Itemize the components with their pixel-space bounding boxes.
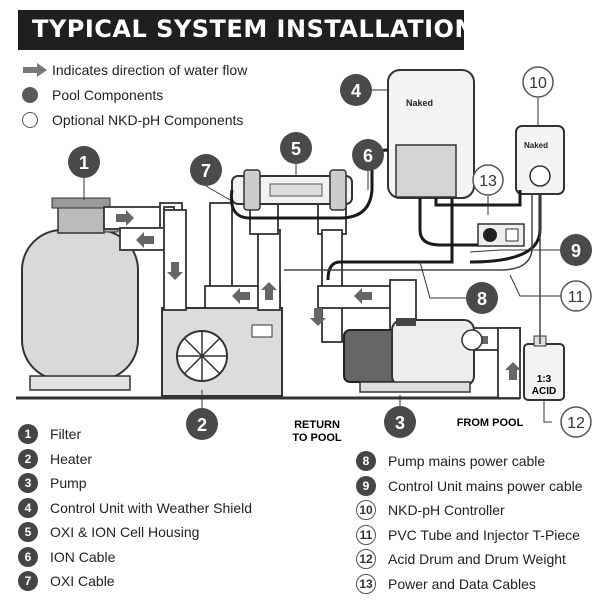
list-number: 9	[356, 475, 376, 496]
control-unit-brand: Naked	[406, 98, 433, 108]
callout-7: 7	[190, 154, 222, 186]
callout-9: 9	[560, 234, 592, 266]
list-number: 8	[356, 451, 376, 472]
callout-4-number: 4	[351, 81, 361, 101]
list-label: Pump mains power cable	[388, 453, 546, 470]
callouts: 1 2 3 4 5 6 7 8 9 10 11 12 13	[68, 66, 592, 440]
legend-flow-label: Indicates direction of water flow	[52, 62, 248, 78]
list-number: 12	[356, 549, 376, 570]
return-label-line1: RETURN	[294, 419, 340, 431]
drum-acid-label: ACID	[532, 386, 556, 397]
callout-2-number: 2	[197, 415, 207, 435]
ph-controller-brand: Naked	[524, 141, 548, 150]
callout-6: 6	[352, 139, 384, 171]
callout-11-number: 11	[568, 289, 585, 306]
list-number: 11	[356, 524, 376, 545]
ph-controller: Naked	[515, 125, 565, 195]
leader-lines	[83, 89, 562, 423]
filter-tank	[21, 197, 139, 391]
list-label: Control Unit with Weather Shield	[50, 499, 253, 516]
component-list-right: 8 Pump mains power cable 9 Control Unit ma…	[356, 449, 583, 596]
page-title: TYPICAL SYSTEM INSTALLATION	[32, 15, 476, 43]
callout-1-number: 1	[79, 153, 89, 173]
list-label: OXI & ION Cell Housing	[50, 524, 200, 541]
list-item: 5 OXI & ION Cell Housing	[18, 520, 252, 545]
legend-flow: Indicates direction of water flow	[22, 60, 247, 80]
legend-pool: Pool Components	[22, 85, 163, 105]
legend-optional: Optional NKD-pH Components	[22, 110, 243, 130]
open-circle-icon	[22, 112, 38, 128]
legend-optional-label: Optional NKD-pH Components	[52, 112, 244, 128]
list-number: 1	[18, 424, 38, 445]
callout-13: 13	[472, 164, 504, 196]
list-number: 2	[18, 448, 38, 469]
callout-9-number: 9	[571, 241, 581, 261]
list-number: 7	[18, 571, 38, 592]
list-number: 10	[356, 500, 376, 521]
list-label: Heater	[50, 450, 93, 467]
from-pool-label: FROM POOL	[457, 417, 524, 429]
list-item: 7 OXI Cable	[18, 569, 252, 594]
list-label: Filter	[50, 426, 82, 443]
pump-unit	[343, 318, 483, 393]
callout-2: 2	[186, 408, 218, 440]
flow-arrows	[116, 210, 521, 380]
list-item: 12 Acid Drum and Drum Weight	[356, 547, 583, 572]
list-item: 10 NKD-pH Controller	[356, 498, 583, 523]
drum-ratio-label: 1:3	[537, 374, 552, 385]
list-number: 13	[356, 573, 376, 594]
return-label-line2: TO POOL	[292, 432, 342, 444]
callout-3: 3	[384, 406, 416, 438]
cables	[229, 148, 542, 281]
flow-arrow-icon	[22, 63, 52, 77]
callout-12-number: 12	[567, 415, 585, 432]
callout-11: 11	[560, 280, 592, 312]
callout-4: 4	[340, 74, 372, 106]
list-item: 4 Control Unit with Weather Shield	[18, 496, 252, 521]
legend-pool-label: Pool Components	[52, 87, 164, 103]
callout-3-number: 3	[395, 413, 405, 433]
filled-circle-icon	[22, 87, 38, 103]
list-number: 6	[18, 546, 38, 567]
title-banner: TYPICAL SYSTEM INSTALLATION	[18, 10, 475, 50]
list-item: 11 PVC Tube and Injector T-Piece	[356, 523, 583, 548]
list-item: 8 Pump mains power cable	[356, 449, 583, 474]
list-label: Power and Data Cables	[388, 575, 536, 592]
callout-1: 1	[68, 146, 100, 178]
cell-housing	[231, 169, 353, 211]
list-label: PVC Tube and Injector T-Piece	[388, 526, 580, 543]
callout-5: 5	[280, 132, 312, 164]
list-label: Pump	[50, 475, 87, 492]
list-number: 3	[18, 473, 38, 494]
heater-unit	[161, 307, 283, 397]
power-socket	[477, 223, 525, 247]
list-label: ION Cable	[50, 548, 116, 565]
list-label: Acid Drum and Drum Weight	[388, 551, 566, 568]
callout-10-number: 10	[529, 75, 547, 92]
list-item: 6 ION Cable	[18, 545, 252, 570]
acid-drum: 1:3 ACID	[523, 335, 565, 401]
callout-6-number: 6	[363, 146, 373, 166]
callout-10: 10	[522, 66, 554, 98]
list-item: 13 Power and Data Cables	[356, 572, 583, 597]
list-label: Control Unit mains power cable	[388, 477, 583, 494]
callout-5-number: 5	[291, 139, 301, 159]
list-number: 5	[18, 522, 38, 543]
list-item: 2 Heater	[18, 447, 252, 472]
callout-12: 12	[560, 406, 592, 438]
list-item: 1 Filter	[18, 422, 252, 447]
list-label: NKD-pH Controller	[388, 502, 505, 519]
control-unit: Naked	[387, 69, 475, 199]
list-item: 9 Control Unit mains power cable	[356, 474, 583, 499]
list-item: 3 Pump	[18, 471, 252, 496]
callout-8-number: 8	[477, 289, 487, 309]
callout-7-number: 7	[201, 161, 211, 181]
callout-8: 8	[466, 282, 498, 314]
callout-13-number: 13	[479, 173, 497, 190]
list-label: OXI Cable	[50, 573, 115, 590]
component-list-left: 1 Filter 2 Heater 3 Pump 4 Control Unit with…	[18, 422, 252, 594]
list-number: 4	[18, 497, 38, 518]
